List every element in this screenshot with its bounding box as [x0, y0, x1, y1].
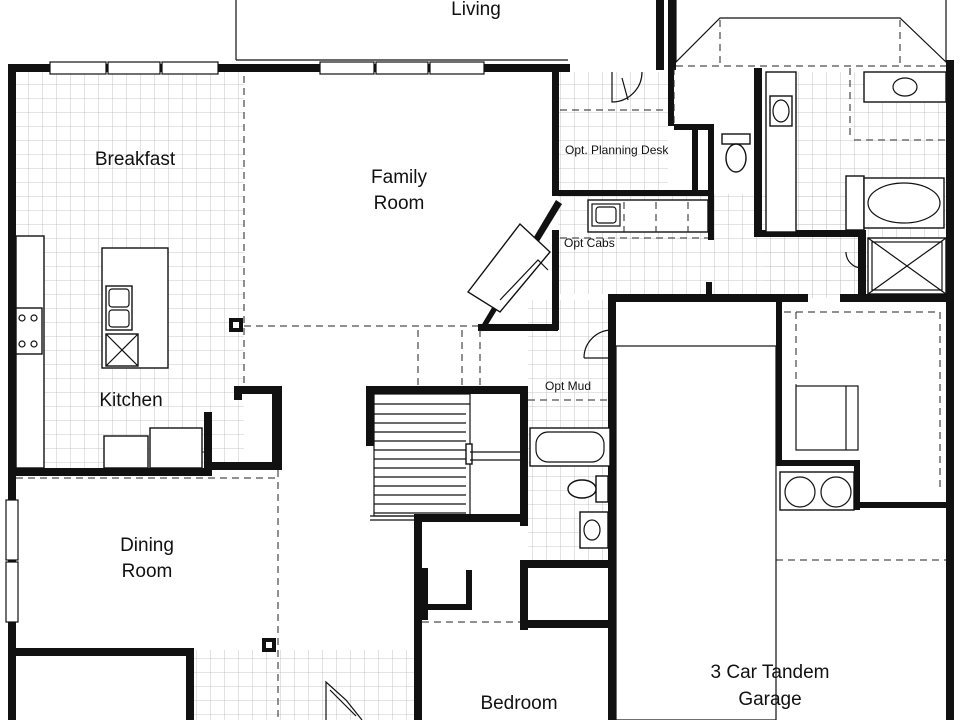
breakfast-label: Breakfast: [95, 149, 176, 170]
opt-mud-label: Opt Mud: [545, 379, 591, 393]
foyer-door: [325, 680, 363, 720]
kitchen-fixtures: [15, 235, 203, 469]
opt-cabs-label: Opt Cabs: [564, 236, 615, 250]
refrigerator: [103, 435, 149, 469]
dining-room-label-line2: Room: [122, 561, 173, 582]
exterior-walls: [5, 0, 954, 720]
planning-desk-tile: [558, 72, 668, 190]
living-label: Living: [451, 0, 501, 20]
pantry-counter: [149, 427, 203, 469]
opt-cabs-fixtures: [587, 199, 709, 233]
planning-desk-label: Opt. Planning Desk: [565, 143, 669, 157]
toilet: [595, 475, 609, 503]
bathtub: [529, 427, 611, 467]
garage-label-line1: 3 Car Tandem: [711, 662, 830, 683]
room-labels: Living Breakfast Family Room Kitchen Din…: [95, 0, 830, 714]
vanity: [579, 511, 609, 549]
master-bath-fixtures: [721, 71, 947, 295]
island-sink: [105, 285, 133, 331]
bedroom-label: Bedroom: [480, 693, 557, 714]
stairs: [370, 393, 528, 521]
garage-fixtures: [615, 345, 859, 720]
dining-room-label-line1: Dining: [120, 535, 174, 556]
kitchen-label: Kitchen: [99, 390, 162, 411]
cooktop: [15, 307, 43, 355]
hall-bath-fixtures: [529, 427, 611, 549]
garage-label-line2: Garage: [738, 689, 801, 710]
fireplace: [466, 222, 551, 313]
doors: [583, 71, 863, 359]
foyer-tile: [192, 650, 420, 720]
living-area: [235, 0, 947, 67]
family-room-label-line1: Family: [371, 167, 427, 188]
family-room-label-line2: Room: [374, 193, 425, 214]
